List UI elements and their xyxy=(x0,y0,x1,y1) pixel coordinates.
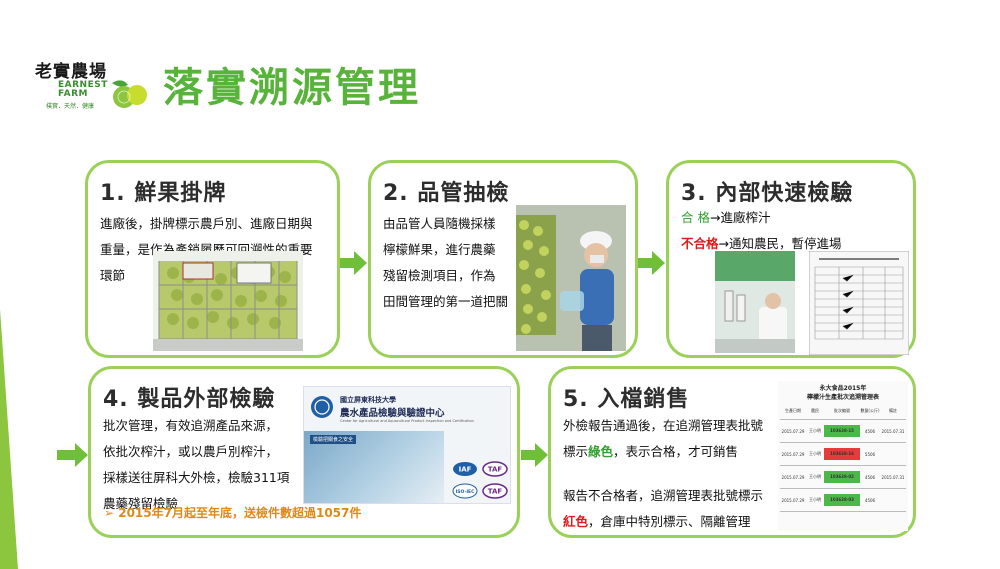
card-fruit-tagging: 1. 鮮果掛牌 進廠後，掛牌標示農戶別、進廠日期與 重量，是作為產銷履歷可回溯性… xyxy=(85,160,340,358)
table-cell: 103638-03 xyxy=(824,494,860,506)
card-line: 採樣送往屏科大外檢，檢驗311項 xyxy=(103,470,290,485)
lab-test-photo xyxy=(715,251,795,353)
logo-english-line1: EARNEST xyxy=(58,80,108,90)
table-cell: 王小明 xyxy=(809,451,821,456)
svg-text:IAF: IAF xyxy=(459,466,472,474)
card-text: 由品管人員隨機採樣 檸檬鮮果，進行農藥 殘留檢測項目，作為 田間管理的第一道把關 xyxy=(383,211,508,315)
card-line: 由品管人員隨機採樣 xyxy=(383,216,496,231)
card-line: 農藥殘留檢驗 xyxy=(103,496,179,511)
lab-certificate-panel: 國立屏東科技大學 農水產品檢驗與驗證中心 Center for Agricult… xyxy=(303,386,511,504)
svg-text:TAF: TAF xyxy=(488,488,503,496)
fruit-crate-photo xyxy=(153,251,303,351)
green-label: 綠色 xyxy=(588,444,614,459)
card-line: 進廠後，掛牌標示農戶別、進廠日期與 xyxy=(100,216,313,231)
iaf-badge-icon: IAF xyxy=(453,462,477,476)
lab-banner: 檢驗把關食之安全 xyxy=(310,435,357,444)
table-header-cell: 備註 xyxy=(889,408,897,413)
card-line: 外檢報告通過後，在追溯管理表批號 xyxy=(563,418,764,433)
submission-count-highlight: ➢ 2015年7月起至年底，送檢件數超過1057件 xyxy=(104,506,362,520)
arrow-right-icon xyxy=(340,251,367,275)
table-header-cell: 生產日期 xyxy=(785,408,801,413)
table-cell: 2015.07.29 xyxy=(781,497,805,503)
card-archive-sales: 5. 入檔銷售 外檢報告通過後，在追溯管理表批號 標示綠色，表示合格，才可銷售 … xyxy=(548,366,916,538)
red-label: 紅色 xyxy=(563,514,589,529)
table-header-cell: 批次編號 xyxy=(834,408,850,413)
logo-chinese-name: 老實農場 xyxy=(35,62,107,82)
arrow-right-icon xyxy=(638,251,665,275)
table-header-cell: 農民 xyxy=(811,408,819,413)
card-heading: 3. 內部快速檢驗 xyxy=(681,181,854,206)
table-cell: 王小明 xyxy=(809,497,821,502)
fail-label: 不合格 xyxy=(681,236,719,251)
table-cell: 103638-02 xyxy=(824,471,860,483)
svg-text:TAF: TAF xyxy=(488,466,503,474)
card-heading: 5. 入檔銷售 xyxy=(563,387,690,412)
table-cell: 2015.07.29 xyxy=(781,474,805,480)
card-line: 檸檬鮮果，進行農藥 xyxy=(383,242,496,257)
corner-accent xyxy=(0,309,18,569)
table-company: 永大食品2015年 xyxy=(819,385,867,392)
table-cell: 4506 xyxy=(864,497,876,503)
card-line: 批次管理，有效追溯產品來源， xyxy=(103,418,279,433)
table-header-row: 生產日期 農民 批次編號 數量(公斤) 備註 xyxy=(780,403,906,420)
university-name: 國立屏東科技大學 xyxy=(340,395,396,404)
svg-text:ISO-IEC: ISO-IEC xyxy=(456,489,475,495)
iso-badge-icon: ISO-IEC xyxy=(452,483,478,499)
page-title: 落實溯源管理 xyxy=(163,65,421,111)
card-line: 環節 xyxy=(100,268,126,283)
card-line: 依批次榨汁，或以農戶別榨汁， xyxy=(103,444,279,459)
fail-text: →通知農民，暫停進場 xyxy=(718,236,842,251)
card-quality-sampling: 2. 品管抽檢 由品管人員隨機採樣 檸檬鮮果，進行農藥 殘留檢測項目，作為 田間… xyxy=(368,160,638,358)
arrow-right-icon xyxy=(57,443,88,467)
university-seal-icon xyxy=(311,396,333,418)
card-external-testing: 4. 製品外部檢驗 批次管理，有效追溯產品來源， 依批次榨汁，或以農戶別榨汁， … xyxy=(88,366,520,538)
test-report-form xyxy=(809,251,909,355)
table-header-cell: 數量(公斤) xyxy=(860,408,880,413)
lemon-icon xyxy=(112,80,147,108)
card-text: 報告不合格者，追溯管理表批號標示 紅色，倉庫中特別標示、隔離管理 xyxy=(563,483,763,535)
arrow-right-icon xyxy=(521,443,548,467)
table-cell: 5506 xyxy=(864,451,876,457)
table-cell: 2015.07.29 xyxy=(781,451,805,457)
card-heading: 4. 製品外部檢驗 xyxy=(103,387,276,412)
taf-badge-icon: TAF xyxy=(482,461,508,477)
lab-center-english: Center for Agricultural and Aquacultural… xyxy=(340,419,474,423)
card-line-post: ，倉庫中特別標示、隔離管理 xyxy=(588,514,751,529)
card-heading: 2. 品管抽檢 xyxy=(383,181,510,206)
card-line: 報告不合格者，追溯管理表批號標示 xyxy=(563,488,764,503)
card-heading: 1. 鮮果掛牌 xyxy=(100,181,227,206)
card-text: 外檢報告通過後，在追溯管理表批號 標示綠色，表示合格，才可銷售 xyxy=(563,413,763,465)
table-cell: 王小明 xyxy=(809,428,821,433)
table-cell: 4506 xyxy=(864,428,876,434)
table-cell: 103638-16 xyxy=(824,448,860,460)
card-internal-testing: 3. 內部快速檢驗 合 格→進廠榨汁 不合格→通知農民，暫停進場 xyxy=(666,160,916,358)
table-cell: 2015.07.31 xyxy=(881,474,905,480)
table-cell: 2015.07.29 xyxy=(781,428,805,434)
table-cell: 王小明 xyxy=(809,474,821,479)
card-text: 批次管理，有效追溯產品來源， 依批次榨汁，或以農戶別榨汁， 採樣送往屏科大外檢，… xyxy=(103,413,289,517)
card-line: 田間管理的第一道把關 xyxy=(383,294,509,309)
table-cell: 103638-15 xyxy=(824,425,860,437)
inspector-photo xyxy=(516,205,626,351)
card-line: 殘留檢測項目，作為 xyxy=(383,268,496,283)
card-text: 合 格→進廠榨汁 不合格→通知農民，暫停進場 xyxy=(681,205,842,257)
table-title: 檸檬汁生產批次追溯管理表 xyxy=(806,394,879,401)
card-line-post: ，表示合格，才可銷售 xyxy=(613,444,739,459)
pass-label: 合 格 xyxy=(681,210,710,225)
earnest-farm-logo: 老實農場 EARNEST FARM 樸實．天然．健康 xyxy=(30,55,160,115)
table-cell: 2015.07.31 xyxy=(881,428,905,434)
pass-text: →進廠榨汁 xyxy=(709,210,771,225)
traceability-table: 永大食品2015年 檸檬汁生產批次追溯管理表 生產日期 農民 批次編號 數量(公斤) 備… xyxy=(778,381,908,531)
logo-tagline: 樸實．天然．健康 xyxy=(46,103,95,110)
table-cell: 4506 xyxy=(864,474,876,480)
taf-badge-icon-2: TAF xyxy=(482,483,508,499)
card-line-pre: 標示 xyxy=(563,444,589,459)
lab-center-name: 農水產品檢驗與驗證中心 xyxy=(340,408,445,419)
logo-english-line2: FARM xyxy=(58,89,88,99)
